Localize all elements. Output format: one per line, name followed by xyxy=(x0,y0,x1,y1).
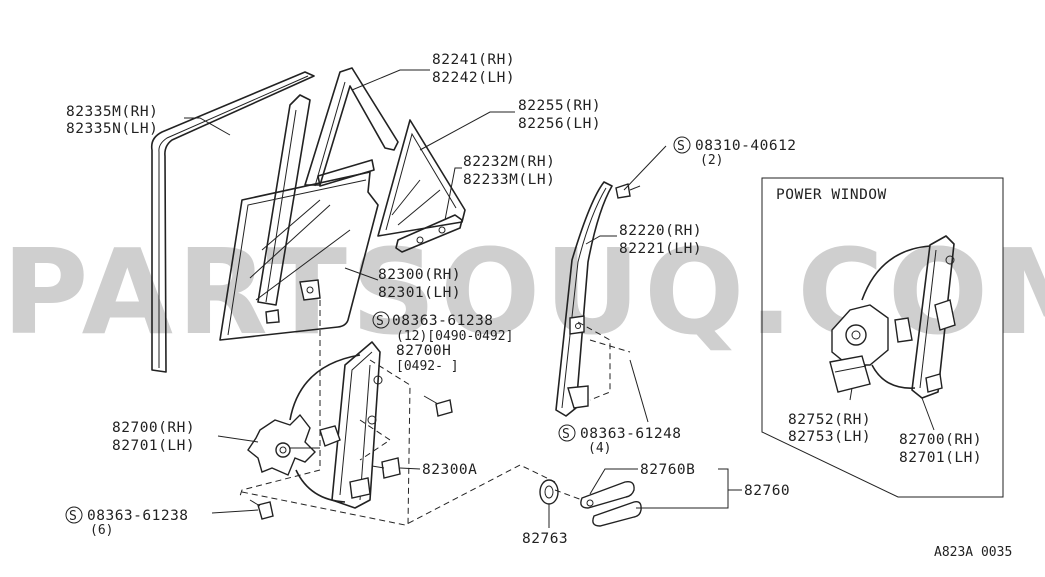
standard-part-symbol: S xyxy=(673,136,691,154)
callout-82752-rh: 82752(RH) xyxy=(788,412,871,428)
escutcheon-82763[interactable] xyxy=(539,479,559,505)
callout-82300a: 82300A xyxy=(422,462,477,478)
partition-glass[interactable] xyxy=(377,119,466,237)
callout-82700h-date: [0492- ] xyxy=(396,359,459,374)
callout-82255-lh: 82256(LH) xyxy=(518,116,601,132)
svg-text:S: S xyxy=(69,509,77,524)
callout-82220-lh: 82221(LH) xyxy=(619,241,702,257)
glass-bracket[interactable] xyxy=(395,214,463,253)
bolt-regulator-lower[interactable] xyxy=(249,499,274,520)
callout-82232-rh: 82232M(RH) xyxy=(463,154,555,170)
svg-text:S: S xyxy=(677,139,685,154)
diagram-code: A823A 0035 xyxy=(934,545,1012,560)
svg-text:S: S xyxy=(562,427,570,442)
callout-82700h: 82700H xyxy=(396,343,451,359)
handle-82760b[interactable] xyxy=(580,480,635,509)
callout-bolt-bottom-number: 08363-61238 xyxy=(87,508,189,524)
standard-part-symbol: S xyxy=(372,311,390,329)
callout-82300-lh: 82301(LH) xyxy=(378,285,461,301)
bolt-regulator-upper[interactable] xyxy=(423,395,453,417)
callout-82760b: 82760B xyxy=(640,462,695,478)
callout-82255-rh: 82255(RH) xyxy=(518,98,601,114)
handle-82760[interactable] xyxy=(592,500,642,527)
inset-frame xyxy=(761,177,1004,498)
inset-title: POWER WINDOW xyxy=(776,187,887,203)
callout-82700-lh: 82701(LH) xyxy=(112,438,195,454)
leader-lines xyxy=(184,69,742,528)
standard-part-symbol: S xyxy=(558,424,576,442)
callout-bolt-bottom-qty: (6) xyxy=(90,523,113,538)
callout-82335-rh: 82335M(RH) xyxy=(66,104,158,120)
callout-82232-lh: 82233M(LH) xyxy=(463,172,555,188)
callout-bolt-top-qty: (12)[0490-0492] xyxy=(396,329,513,344)
callout-82241-lh: 82242(LH) xyxy=(432,70,515,86)
standard-part-symbol: S xyxy=(65,506,83,524)
power-window-motor[interactable] xyxy=(829,304,889,393)
weatherstrip-seal[interactable] xyxy=(150,71,315,373)
callout-82220-rh: 82220(RH) xyxy=(619,223,702,239)
callout-82700-rh: 82700(RH) xyxy=(112,420,195,436)
callout-bolt-mid-number: 08363-61248 xyxy=(580,426,682,442)
callout-82760: 82760 xyxy=(744,483,790,499)
window-regulator[interactable] xyxy=(247,341,383,509)
callout-pw-82700-lh: 82701(LH) xyxy=(899,450,982,466)
door-glass[interactable] xyxy=(219,171,379,341)
bolt-82300a[interactable] xyxy=(371,457,401,479)
callout-82241-rh: 82241(RH) xyxy=(432,52,515,68)
callout-82300-rh: 82300(RH) xyxy=(378,267,461,283)
power-regulator[interactable] xyxy=(861,235,956,399)
callout-screw-number: 08310-40612 xyxy=(695,138,797,154)
callout-82335-lh: 82335N(LH) xyxy=(66,121,158,137)
callout-82752-lh: 82753(LH) xyxy=(788,429,871,445)
callout-bolt-mid-qty: (4) xyxy=(588,441,611,456)
power-window-inset: POWER WINDOW 82752(RH) 82753(LH) 82700(R… xyxy=(761,177,1004,498)
svg-text:S: S xyxy=(376,314,384,329)
callout-pw-82700-rh: 82700(RH) xyxy=(899,432,982,448)
callout-screw-qty: (2) xyxy=(700,153,723,168)
callout-82763: 82763 xyxy=(522,531,568,547)
callout-bolt-top-number: 08363-61238 xyxy=(392,313,494,329)
rear-run-channel[interactable] xyxy=(555,181,613,417)
